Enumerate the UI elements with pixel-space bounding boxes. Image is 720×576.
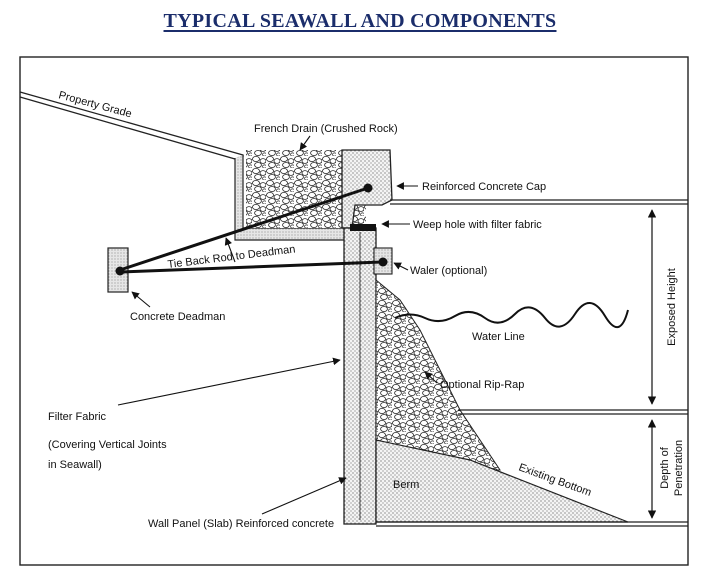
label-water-line: Water Line <box>472 331 525 343</box>
diagram-title: TYPICAL SEAWALL AND COMPONENTS <box>163 10 557 32</box>
label-property-grade: Property Grade <box>57 89 133 120</box>
label-filter-fabric-1: Filter Fabric <box>48 411 107 423</box>
label-concrete-cap: Reinforced Concrete Cap <box>422 181 546 193</box>
penetration-lines <box>376 409 688 527</box>
label-depth-2: Penetration <box>673 440 685 496</box>
tie-back-rod <box>115 183 388 276</box>
label-waler: Waler (optional) <box>410 265 487 277</box>
label-leaders <box>117 135 438 515</box>
label-deadman: Concrete Deadman <box>130 311 225 323</box>
diagram-frame <box>19 56 689 566</box>
label-berm: Berm <box>393 479 419 491</box>
property-grade-line <box>19 91 244 160</box>
label-wall-panel: Wall Panel (Slab) Reinforced concrete <box>148 518 334 530</box>
label-rip-rap: Optional Rip-Rap <box>440 379 524 391</box>
water-line <box>394 302 629 328</box>
label-exposed-height: Exposed Height <box>666 268 678 346</box>
rip-rap <box>375 278 501 471</box>
label-filter-fabric-3: in Seawall) <box>48 459 102 471</box>
label-filter-fabric-2: (Covering Vertical Joints <box>48 439 167 451</box>
label-depth-1: Depth of <box>659 446 671 489</box>
label-french-drain: French Drain (Crushed Rock) <box>254 123 398 135</box>
weep-hole <box>350 224 376 231</box>
label-weep-hole: Weep hole with filter fabric <box>413 219 542 231</box>
water-level-lines <box>390 199 688 205</box>
